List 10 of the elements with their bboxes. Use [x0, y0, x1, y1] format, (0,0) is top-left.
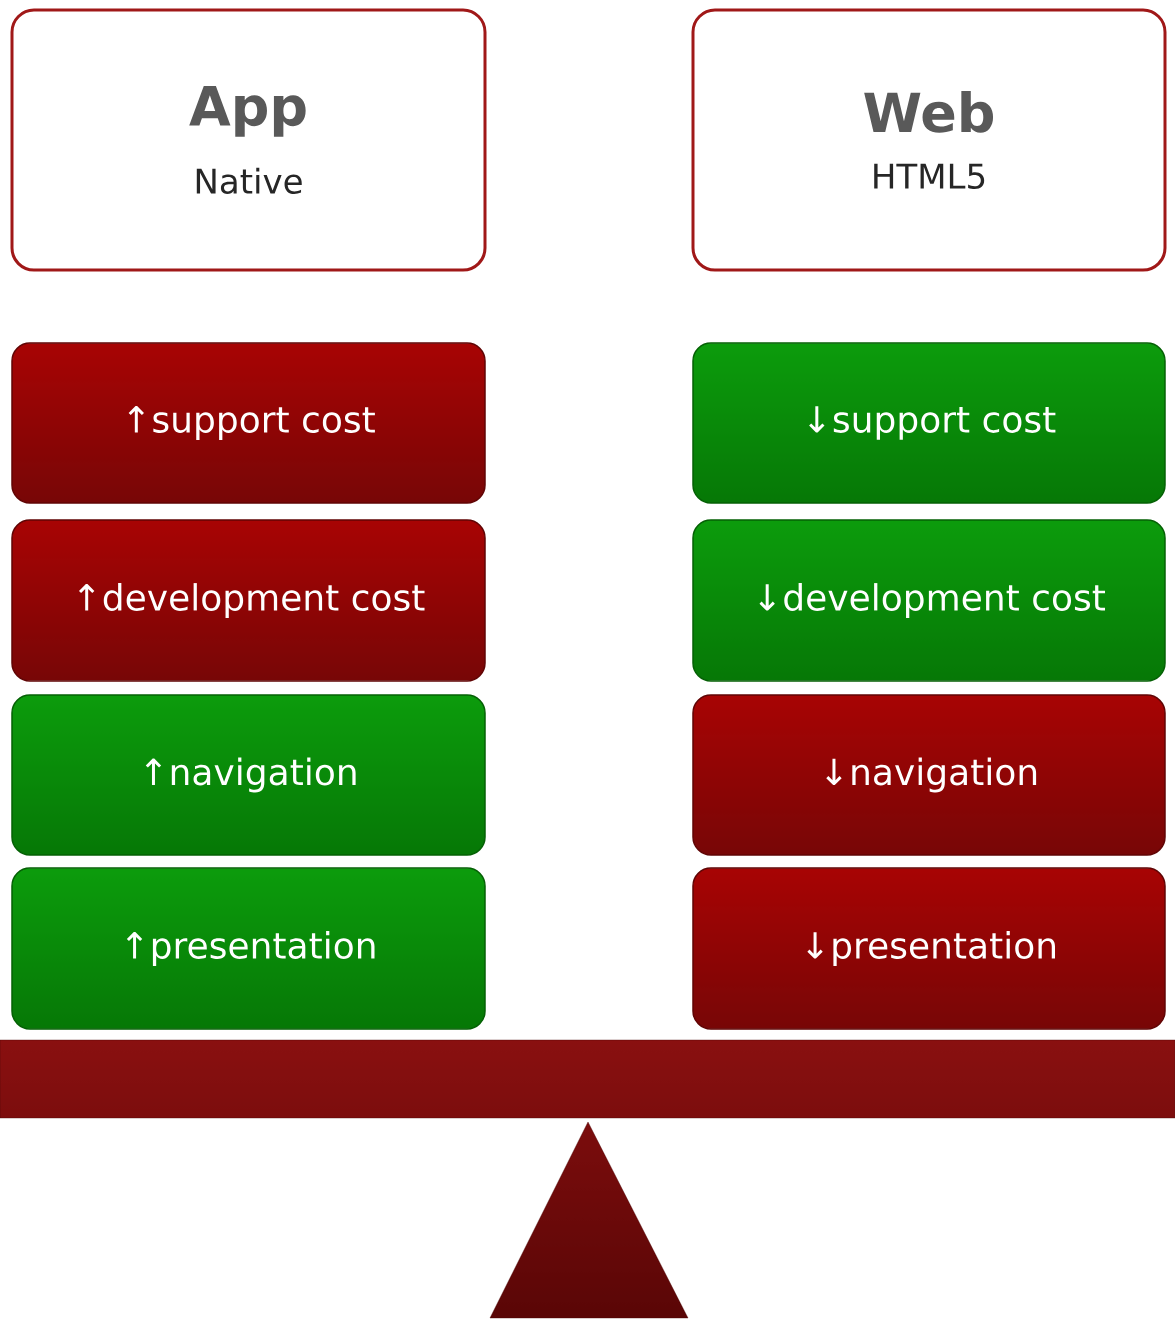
factor-box: ↑development cost [11, 519, 486, 682]
factor-box: ↓support cost [692, 342, 1166, 504]
factor-box: ↑support cost [11, 342, 486, 504]
factor-box: ↑presentation [11, 867, 486, 1030]
factor-box: ↓presentation [692, 867, 1166, 1030]
title-card: Web HTML5 [691, 8, 1167, 272]
factor-box: ↑navigation [11, 694, 486, 856]
factor-box: ↓development cost [692, 519, 1166, 682]
title-card: App Native [10, 8, 487, 272]
factor-box: ↓navigation [692, 694, 1166, 856]
